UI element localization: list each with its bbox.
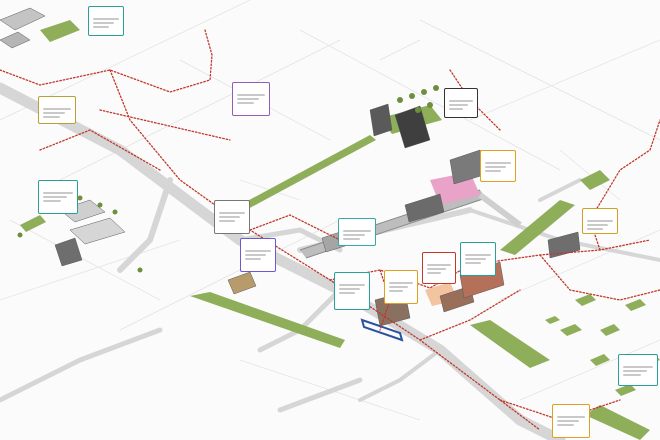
callout-1 [88, 6, 124, 36]
linear-park-south [190, 292, 345, 348]
callout-12 [422, 252, 456, 284]
callout-9 [240, 238, 276, 272]
callout-3 [232, 82, 270, 116]
callout-4 [444, 88, 478, 118]
highlighted-frontage [360, 318, 404, 342]
callout-2 [38, 96, 76, 124]
callout-6 [38, 180, 78, 214]
callout-7 [214, 200, 250, 234]
linear-park-north [240, 135, 376, 210]
callout-11 [460, 242, 496, 276]
callout-16 [552, 404, 590, 438]
callout-13 [384, 270, 418, 304]
rect-park-east [470, 320, 550, 368]
callout-10 [582, 208, 618, 234]
callout-14 [334, 272, 370, 310]
callout-5 [480, 150, 516, 182]
callout-8 [338, 218, 376, 246]
green-spaces [20, 20, 660, 440]
main-roads [0, 82, 660, 440]
green-strip-east [500, 200, 575, 255]
callout-15 [618, 354, 658, 386]
